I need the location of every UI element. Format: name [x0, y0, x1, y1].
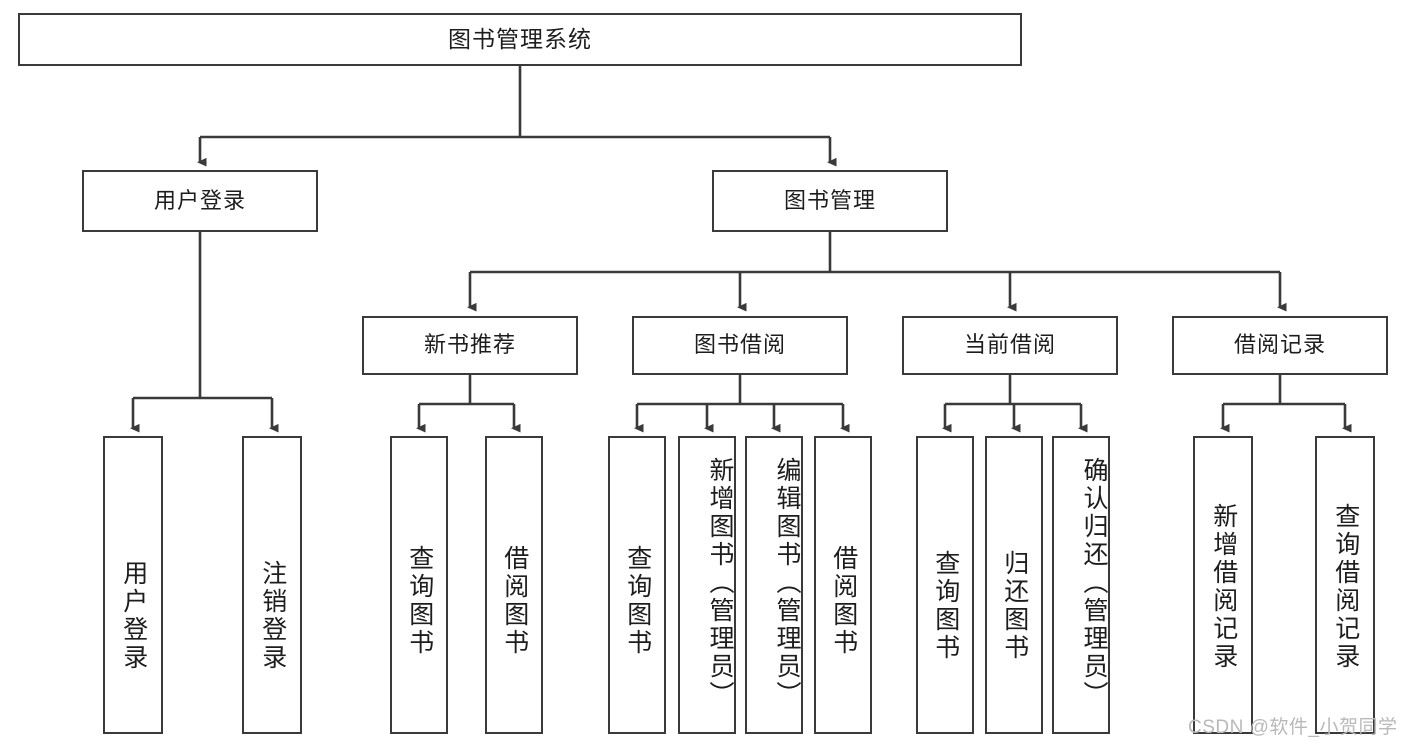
node-label: 图书管理系统 — [448, 25, 592, 52]
leaf-borrow-book[interactable]: 借阅图书 — [814, 436, 872, 734]
leaf-confirm-return-admin[interactable]: 确认归还（管理员） — [1052, 436, 1110, 734]
node-label: 借阅图书 — [500, 545, 529, 657]
node-new-book-recommend[interactable]: 新书推荐 — [362, 316, 578, 375]
leaf-add-borrow-record[interactable]: 新增借阅记录 — [1193, 436, 1253, 734]
node-label: 新书推荐 — [423, 332, 516, 358]
node-book-borrow[interactable]: 图书借阅 — [632, 316, 848, 375]
node-label: 新增图书（管理员） — [706, 457, 734, 709]
node-label: 确认归还（管理员） — [1080, 457, 1108, 709]
node-label: 编辑图书（管理员） — [773, 457, 801, 709]
node-label: 新增借阅记录 — [1209, 503, 1238, 671]
node-label: 归还图书 — [1000, 550, 1029, 662]
node-borrow-record[interactable]: 借阅记录 — [1172, 316, 1388, 375]
leaf-add-book-admin[interactable]: 新增图书（管理员） — [678, 436, 736, 734]
node-label: 借阅图书 — [829, 545, 858, 657]
node-label: 查询借阅记录 — [1331, 503, 1360, 671]
leaf-query-book[interactable]: 查询图书 — [608, 436, 666, 734]
leaf-return-book[interactable]: 归还图书 — [985, 436, 1043, 734]
node-root-system[interactable]: 图书管理系统 — [18, 13, 1022, 66]
node-book-management[interactable]: 图书管理 — [712, 170, 948, 232]
leaf-borrow-book-recommend[interactable]: 借阅图书 — [485, 436, 543, 734]
node-label: 查询图书 — [405, 545, 434, 657]
csdn-watermark: CSDN @软件_小贺同学 — [1188, 717, 1398, 738]
leaf-logout[interactable]: 注销登录 — [242, 436, 302, 734]
leaf-query-book-current[interactable]: 查询图书 — [916, 436, 974, 734]
node-label: 图书管理 — [783, 187, 876, 213]
leaf-query-book-recommend[interactable]: 查询图书 — [390, 436, 448, 734]
node-label: 查询图书 — [931, 550, 960, 662]
leaf-edit-book-admin[interactable]: 编辑图书（管理员） — [745, 436, 803, 734]
node-label: 查询图书 — [623, 545, 652, 657]
node-label: 借阅记录 — [1233, 332, 1326, 358]
leaf-query-borrow-record[interactable]: 查询借阅记录 — [1315, 436, 1375, 734]
node-user-login[interactable]: 用户登录 — [82, 170, 318, 232]
node-label: 图书借阅 — [693, 332, 786, 358]
node-label: 注销登录 — [258, 560, 287, 672]
node-current-borrow[interactable]: 当前借阅 — [902, 316, 1118, 375]
node-label: 用户登录 — [153, 187, 246, 213]
node-label: 用户登录 — [119, 560, 148, 672]
node-label: 当前借阅 — [963, 332, 1056, 358]
leaf-user-login[interactable]: 用户登录 — [103, 436, 163, 734]
